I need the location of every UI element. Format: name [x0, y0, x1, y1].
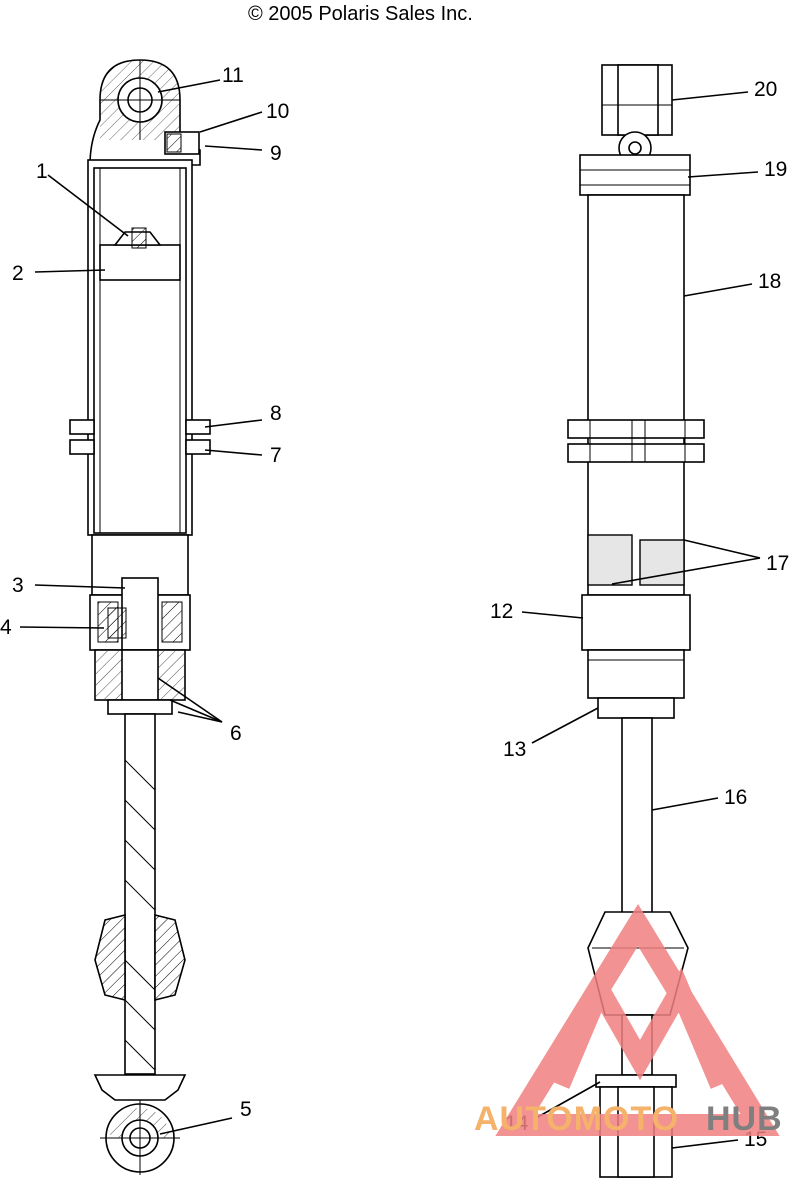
callout-6: 6 [230, 722, 242, 745]
watermark-text-hub: HUB [706, 1100, 783, 1138]
callout-18: 18 [758, 270, 781, 293]
decal-left [587, 534, 633, 586]
washer [595, 1074, 677, 1088]
callout-8: 8 [270, 402, 282, 425]
callout-1: 1 [36, 160, 48, 183]
callout-4: 4 [0, 616, 12, 639]
shaft-exterior [621, 717, 653, 914]
adjuster-collar-lower [567, 443, 705, 463]
callout-10: 10 [266, 100, 289, 123]
watermark-logo [495, 903, 780, 1136]
shaft [124, 713, 156, 1075]
watermark-m-icon [550, 967, 730, 1089]
callout-11: 11 [222, 64, 244, 87]
shock-cross-section [69, 59, 211, 1175]
callout-16: 16 [724, 786, 747, 809]
copyright-text: © 2005 Polaris Sales Inc. [248, 3, 473, 25]
callout-17: 17 [766, 552, 789, 575]
callout-20: 20 [754, 78, 777, 101]
callout-19: 19 [764, 158, 787, 181]
reservoir-cap [579, 154, 691, 196]
callout-7: 7 [270, 444, 282, 467]
callout-9: 9 [270, 142, 282, 165]
callout-3: 3 [12, 574, 24, 597]
watermark-text-automoto: AUTOMOTO [474, 1100, 679, 1138]
shock-body [587, 194, 685, 596]
callout-5: 5 [240, 1098, 252, 1121]
floating-piston [99, 244, 181, 281]
adjuster-collar-upper [567, 419, 705, 439]
callout-12: 12 [490, 600, 513, 623]
callout-leaders [19, 79, 761, 1149]
body-cap [581, 594, 691, 651]
callout-13: 13 [503, 738, 526, 761]
callout-2: 2 [12, 262, 24, 285]
